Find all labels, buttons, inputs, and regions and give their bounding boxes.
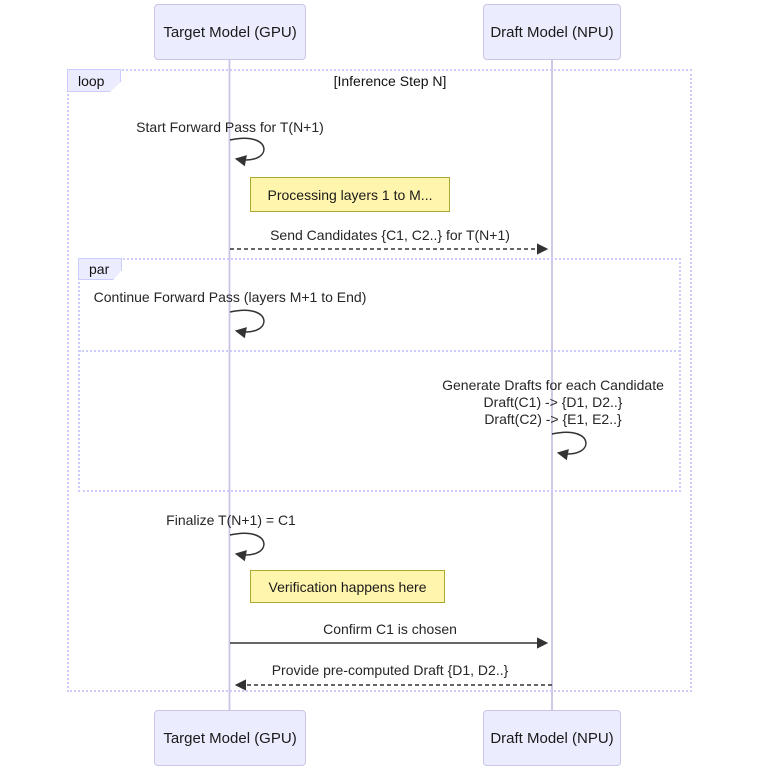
loop-frame xyxy=(67,69,692,692)
message-generate-drafts-line1: Generate Drafts for each Candidate xyxy=(442,377,664,393)
actor-top-target: Target Model (GPU) xyxy=(154,4,306,60)
par-frame-label: par xyxy=(78,258,122,280)
note-verification-text: Verification happens here xyxy=(268,578,427,595)
actor-top-draft-label: Draft Model (NPU) xyxy=(490,23,614,41)
actor-bottom-target-label: Target Model (GPU) xyxy=(163,729,297,747)
actor-bottom-draft-label: Draft Model (NPU) xyxy=(490,729,614,747)
self-loop-generate-drafts xyxy=(551,431,587,461)
actor-bottom-target: Target Model (GPU) xyxy=(154,710,306,766)
message-start-forward: Start Forward Pass for T(N+1) xyxy=(136,119,324,135)
self-loop-continue-forward xyxy=(229,309,265,339)
message-finalize: Finalize T(N+1) = C1 xyxy=(166,512,296,528)
note-processing-text: Processing layers 1 to M... xyxy=(267,186,433,203)
actor-bottom-draft: Draft Model (NPU) xyxy=(483,710,621,766)
par-frame xyxy=(78,258,681,492)
message-send-candidates: Send Candidates {C1, C2..} for T(N+1) xyxy=(270,227,510,243)
actor-top-draft: Draft Model (NPU) xyxy=(483,4,621,60)
message-generate-drafts-line2: Draft(C1) -> {D1, D2..} xyxy=(483,394,623,410)
par-section-divider xyxy=(79,350,680,352)
loop-label-text: loop xyxy=(78,72,105,89)
message-generate-drafts-line3: Draft(C2) -> {E1, E2..} xyxy=(484,411,622,427)
note-verification: Verification happens here xyxy=(250,570,445,603)
par-label-text: par xyxy=(89,261,110,277)
message-confirm: Confirm C1 is chosen xyxy=(323,621,457,637)
message-provide-draft: Provide pre-computed Draft {D1, D2..} xyxy=(271,662,509,678)
actor-top-target-label: Target Model (GPU) xyxy=(163,23,297,41)
self-loop-start-forward xyxy=(229,137,265,167)
message-continue-forward: Continue Forward Pass (layers M+1 to End… xyxy=(93,289,367,305)
message-generate-drafts: Generate Drafts for each Candidate Draft… xyxy=(442,377,664,428)
note-processing: Processing layers 1 to M... xyxy=(250,177,450,212)
loop-frame-title: [Inference Step N] xyxy=(333,73,447,89)
self-loop-finalize xyxy=(229,532,265,562)
loop-frame-label: loop xyxy=(67,69,121,92)
